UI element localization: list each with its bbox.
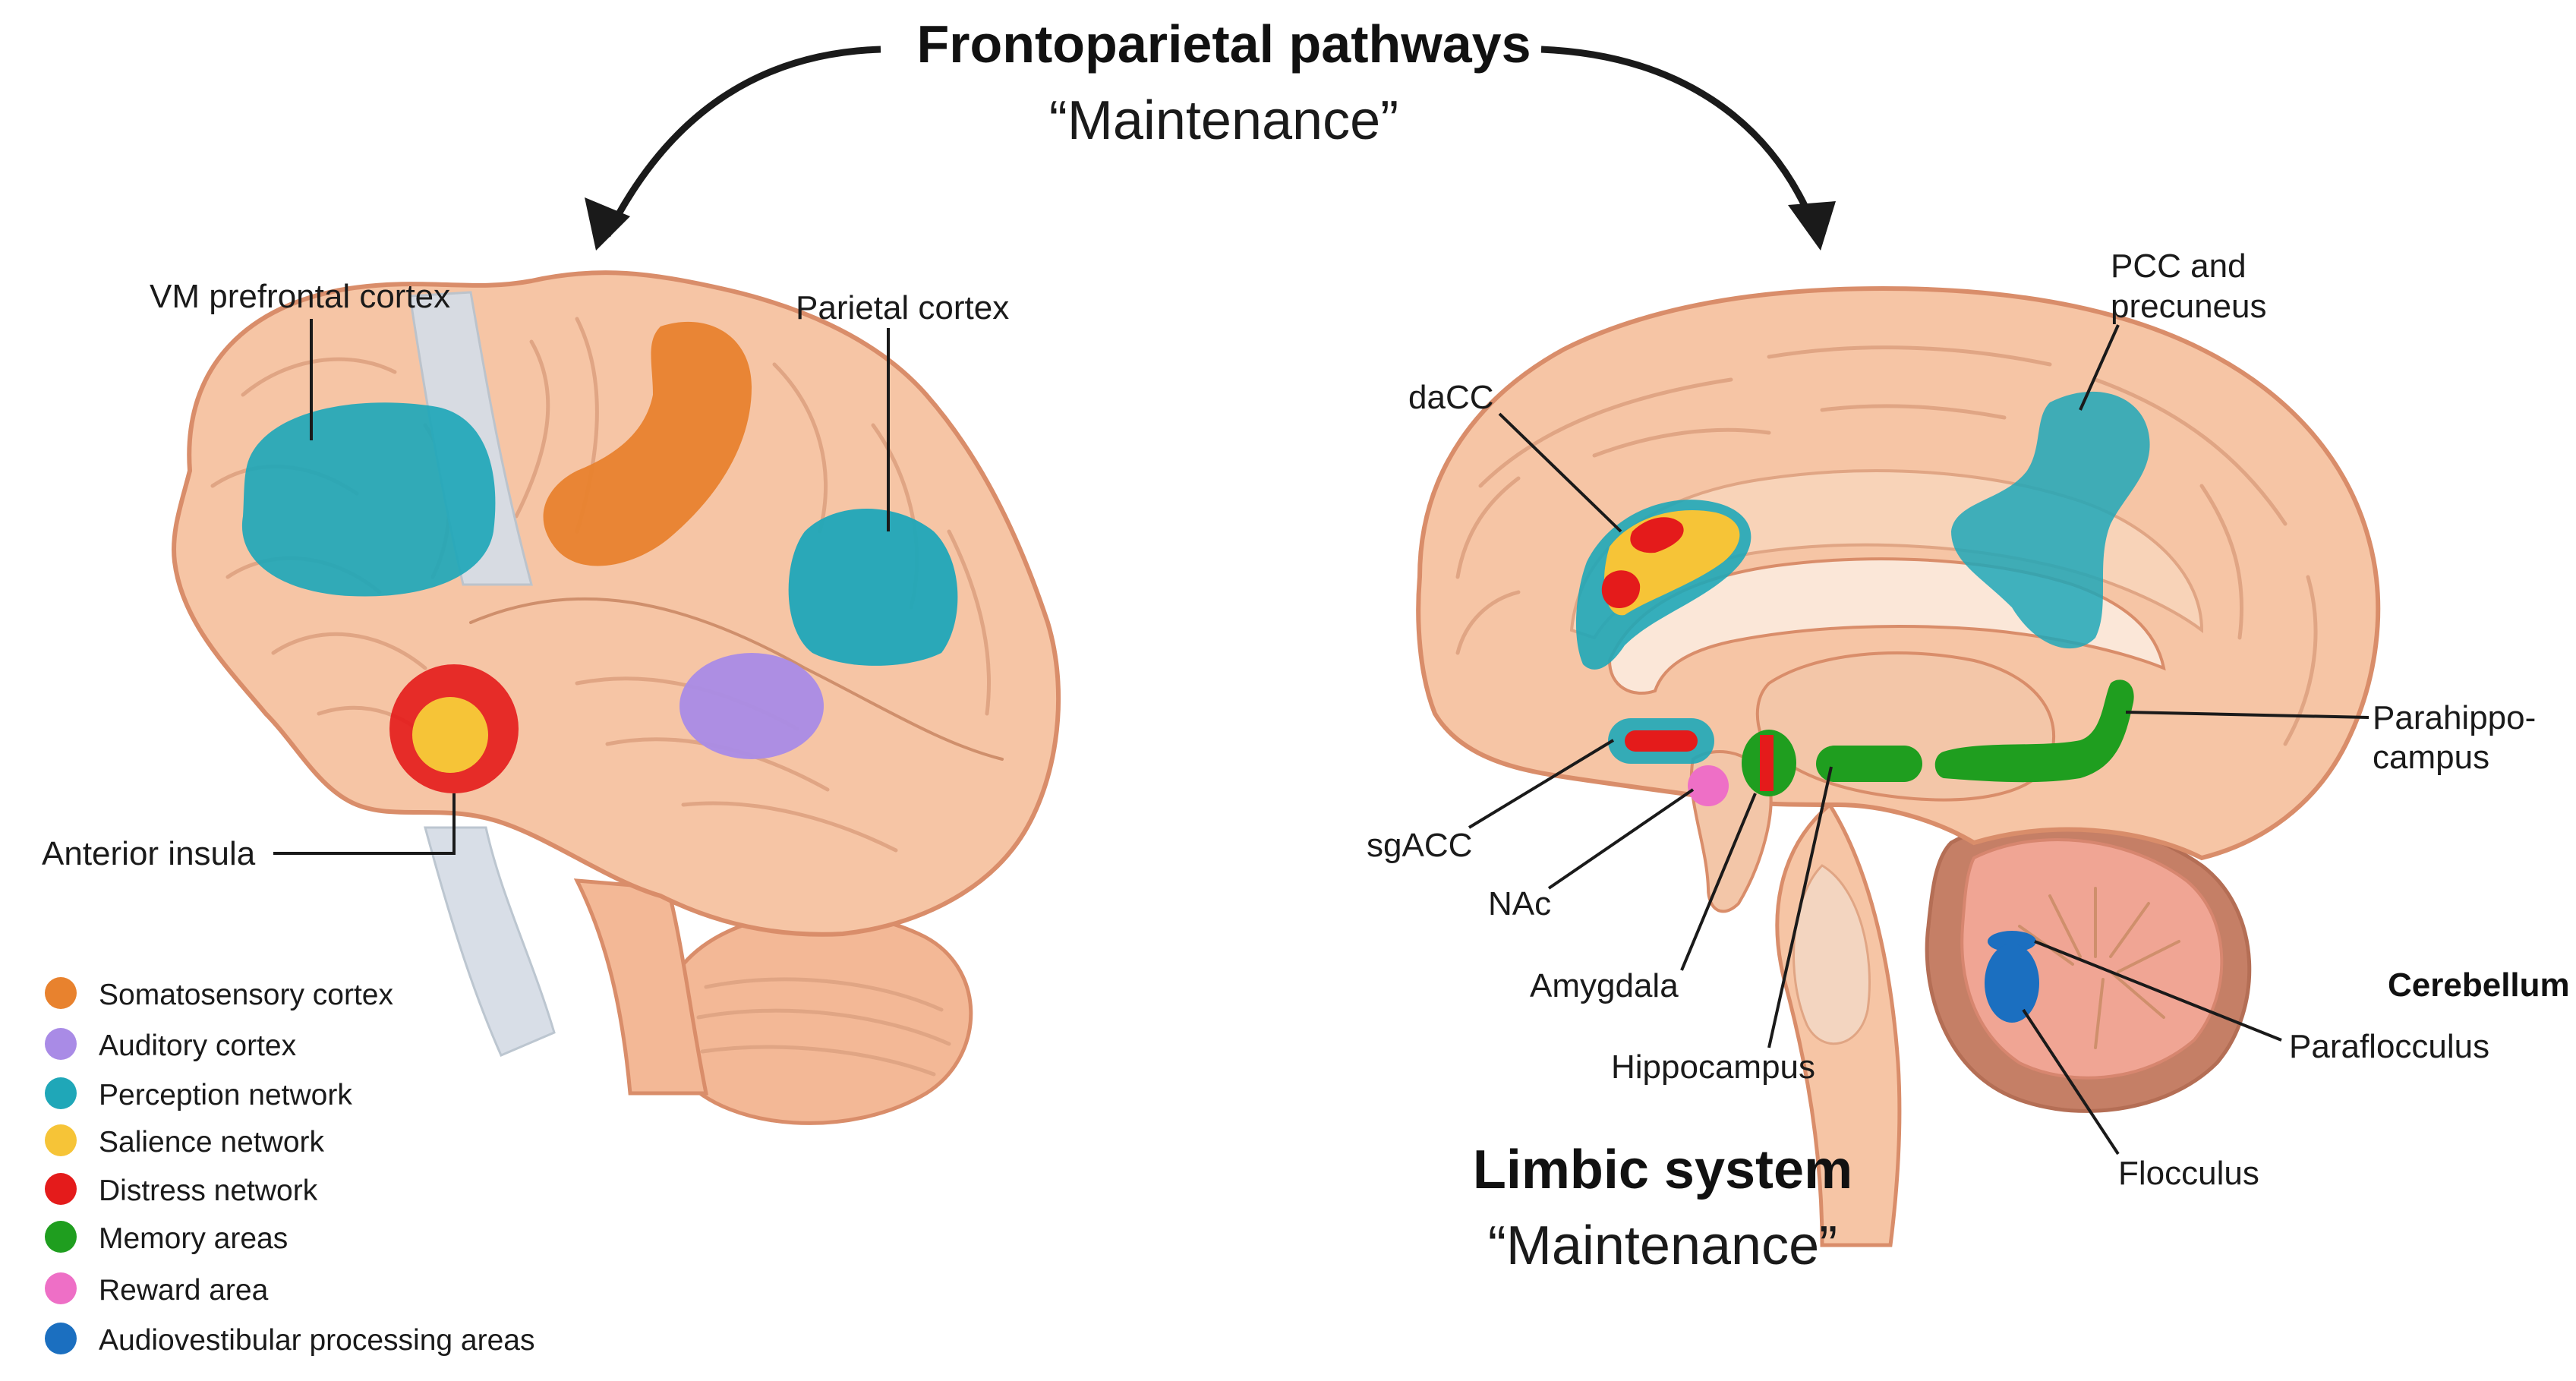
bottom-title-heading: Limbic system <box>1473 1140 1852 1200</box>
label-vm-prefrontal: VM prefrontal cortex <box>150 278 450 315</box>
flocculus-region <box>1985 944 2039 1023</box>
label-parahippo-line1: Parahippo- <box>2373 699 2536 736</box>
legend-item-auditory: Auditory cortex <box>45 1028 297 1062</box>
callout-anterior-insula <box>273 793 456 855</box>
bottom-title-subheading: “Maintenance” <box>1488 1215 1837 1276</box>
legend: Somatosensory cortex Auditory cortex Per… <box>45 977 535 1357</box>
callout-flocculus <box>2022 1008 2120 1156</box>
hippocampus-memory <box>1816 746 1922 782</box>
label-parahippo-line2: campus <box>2373 739 2489 776</box>
top-title-group: Frontoparietal pathways “Maintenance” <box>585 14 1836 251</box>
legend-item-somatosensory: Somatosensory cortex <box>45 977 394 1011</box>
legend-label: Distress network <box>99 1174 318 1207</box>
callout-sgacc <box>1468 739 1615 829</box>
paraflocculus-region <box>1988 931 2036 952</box>
arrow-to-medial-brain <box>1540 46 1818 229</box>
label-sgacc: sgACC <box>1367 827 1472 864</box>
legend-swatch <box>45 1323 77 1354</box>
callout-parahippo <box>2125 711 2369 719</box>
medial-cerebellum-inner <box>1960 838 2224 1080</box>
legend-label: Reward area <box>99 1274 269 1307</box>
legend-label: Salience network <box>99 1126 324 1159</box>
vm-prefrontal-region <box>241 402 496 597</box>
label-amygdala: Amygdala <box>1530 967 1679 1004</box>
medial-callouts: PCC and precuneus daCC sgACC NAc Amygdal… <box>1367 248 2570 1192</box>
label-cerebellum: Cerebellum <box>2388 966 2570 1004</box>
legend-item-perception: Perception network <box>45 1077 352 1111</box>
pcc-precuneus-region <box>1951 391 2150 649</box>
lateral-vessel-bottom <box>424 826 556 1057</box>
label-dacc: daCC <box>1408 379 1494 416</box>
parahippocampus-memory <box>1934 679 2134 783</box>
insula-salience-inner <box>412 697 488 773</box>
dacc-distress-a <box>1630 517 1684 553</box>
legend-item-audiovestibular: Audiovestibular processing areas <box>45 1323 535 1357</box>
label-anterior-insula: Anterior insula <box>42 835 256 872</box>
legend-label: Somatosensory cortex <box>99 979 394 1011</box>
arrow-to-lateral-brain <box>604 46 881 238</box>
amygdala-distress <box>1760 735 1774 791</box>
legend-label: Audiovestibular processing areas <box>99 1324 535 1357</box>
medial-brain <box>1416 285 2381 1247</box>
callout-dacc <box>1498 412 1622 533</box>
label-paraflocculus: Paraflocculus <box>2289 1028 2489 1065</box>
nac-reward-region <box>1688 765 1729 806</box>
label-hippocampus: Hippocampus <box>1611 1048 1815 1086</box>
sgacc-distress <box>1625 730 1698 752</box>
legend-item-distress: Distress network <box>45 1173 318 1207</box>
arrow-to-lateral-brain-head <box>585 197 630 251</box>
callout-amygdala <box>1680 793 1757 971</box>
legend-swatch <box>45 977 77 1009</box>
legend-item-salience: Salience network <box>45 1124 324 1159</box>
lateral-brainstem <box>573 878 709 1096</box>
legend-swatch <box>45 1077 77 1109</box>
top-title-heading: Frontoparietal pathways <box>916 14 1531 74</box>
legend-swatch <box>45 1173 77 1205</box>
label-pcc-line1: PCC and <box>2111 248 2247 285</box>
top-title-subheading: “Maintenance” <box>1049 90 1398 151</box>
dacc-distress-b <box>1601 570 1641 608</box>
callout-paraflocculus <box>2034 940 2282 1042</box>
legend-item-reward: Reward area <box>45 1272 269 1307</box>
lateral-callouts: VM prefrontal cortex Parietal cortex Ant… <box>42 278 1009 872</box>
legend-label: Memory areas <box>99 1222 288 1255</box>
callout-hippocampus <box>1767 766 1833 1048</box>
legend-label: Perception network <box>99 1079 352 1111</box>
legend-swatch <box>45 1028 77 1060</box>
legend-item-memory: Memory areas <box>45 1221 288 1255</box>
callout-pcc <box>2079 324 2120 411</box>
arrow-to-medial-brain-head <box>1788 201 1836 251</box>
parietal-region <box>788 509 958 666</box>
lateral-brain <box>172 270 1061 1125</box>
auditory-region <box>679 653 824 759</box>
label-pcc-line2: precuneus <box>2111 288 2266 325</box>
bottom-title-group: Limbic system “Maintenance” <box>1473 1140 1852 1276</box>
legend-swatch <box>45 1272 77 1304</box>
somatosensory-region <box>543 321 752 566</box>
label-parietal: Parietal cortex <box>796 289 1009 326</box>
label-flocculus: Flocculus <box>2118 1155 2259 1192</box>
callout-nac <box>1547 788 1695 890</box>
label-nac: NAc <box>1488 885 1551 922</box>
legend-label: Auditory cortex <box>99 1029 297 1062</box>
legend-swatch <box>45 1221 77 1253</box>
legend-swatch <box>45 1124 77 1156</box>
